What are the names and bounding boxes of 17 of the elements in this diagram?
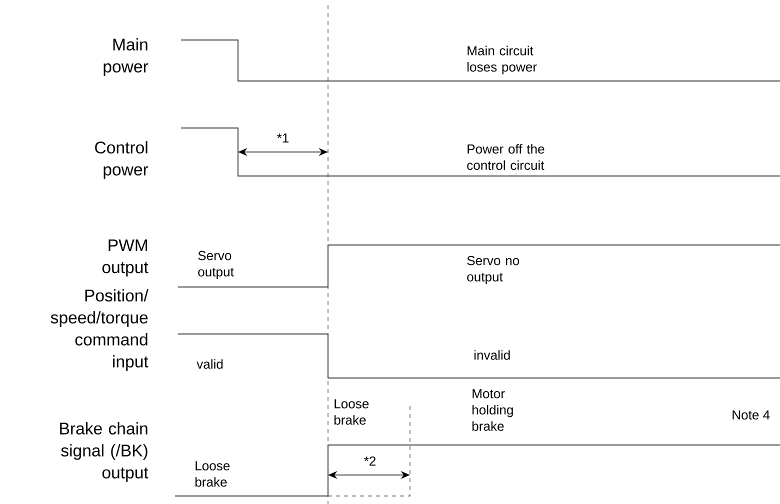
state-text: Servo output [198,250,234,280]
state-text: Servo no output [467,256,520,284]
signal-name: Brake chain signal (/BK) output [60,422,148,482]
signal-name: PWM output [102,240,148,277]
state-text: invalid [474,350,510,360]
dimension-label: *2 [364,456,376,466]
signal-name: Control power [95,141,148,179]
note-text: Note 4 [732,410,770,420]
dimension-label: *1 [277,134,289,142]
signal-name: Main power [104,38,148,76]
state-text: Power off the control circuit [467,144,544,170]
state-text: Loose brake [195,461,230,487]
state-text: Loose brake [334,399,369,425]
state-text: Motor holding brake [472,389,513,431]
signal-name: Position/ speed/torque command input [50,289,148,371]
state-text: Main circuit loses power [467,46,537,74]
state-text: valid [196,359,223,369]
